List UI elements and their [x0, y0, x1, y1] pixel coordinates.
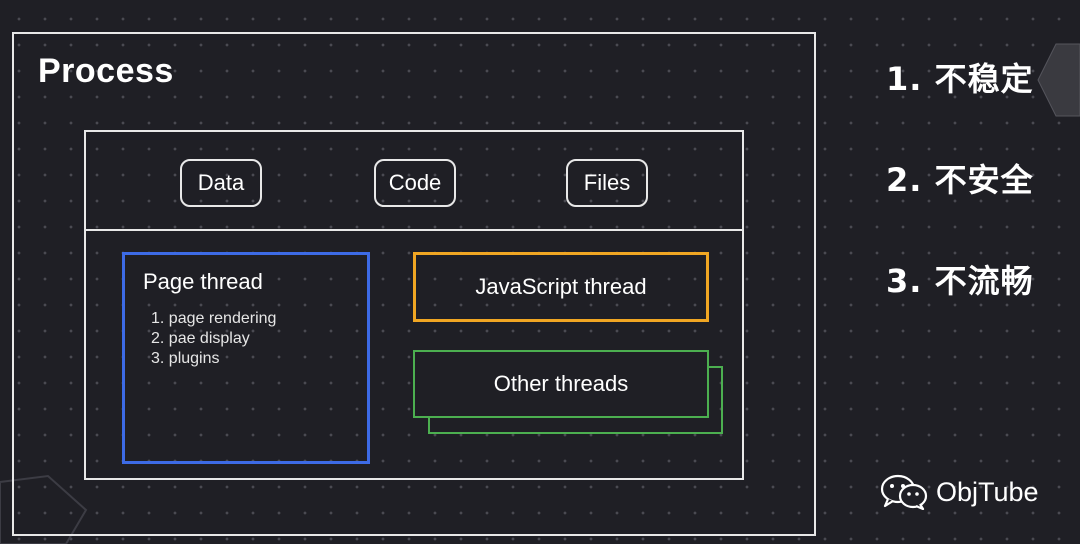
process-container — [12, 32, 816, 536]
wechat-icon — [880, 474, 928, 510]
brand-watermark: ObjTube — [880, 474, 1039, 510]
page-thread-task: 1. page rendering — [151, 310, 277, 327]
brand-name: ObjTube — [936, 476, 1039, 507]
resources-divider — [84, 229, 744, 231]
sidebar-point-unstable: 1. 不稳定 — [886, 60, 1034, 98]
other-threads-box: Other threads — [413, 350, 709, 418]
javascript-thread-box: JavaScript thread — [413, 252, 709, 322]
sidebar-point-not-smooth: 3. 不流畅 — [886, 262, 1034, 300]
page-thread-task: 3. plugins — [151, 350, 220, 367]
page-thread-task: 2. pae display — [151, 330, 250, 347]
resource-code: Code — [374, 159, 456, 207]
page-thread-title: Page thread — [143, 269, 263, 294]
page-thread-box: Page thread 1. page rendering 2. pae dis… — [122, 252, 370, 464]
process-title: Process — [38, 52, 174, 90]
page-thread-task-list: 1. page rendering 2. pae display 3. plug… — [143, 309, 367, 369]
decorative-hexagon-right — [1037, 43, 1080, 117]
sidebar-point-insecure: 2. 不安全 — [886, 161, 1034, 199]
resource-files: Files — [566, 159, 648, 207]
resource-data: Data — [180, 159, 262, 207]
process-inner-box — [84, 130, 744, 480]
